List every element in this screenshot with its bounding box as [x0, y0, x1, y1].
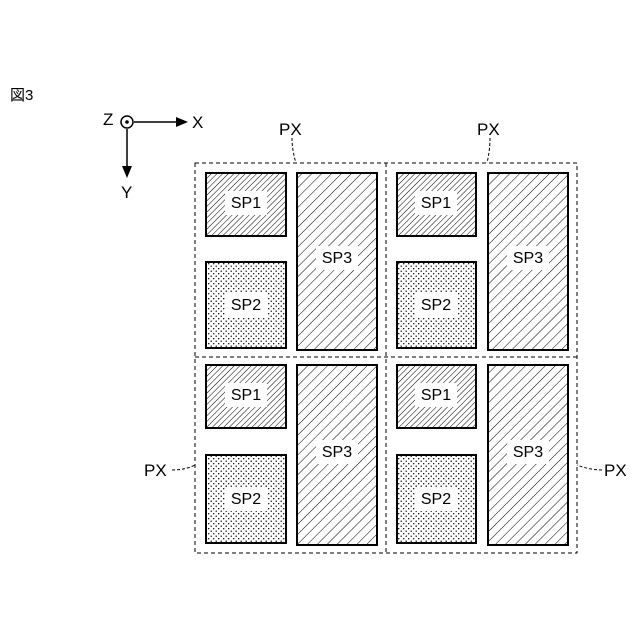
axis-z-label: Z [103, 110, 113, 129]
sp2-label: SP2 [231, 491, 261, 508]
px-leader-top-right [487, 138, 490, 163]
sp1-label: SP1 [231, 387, 261, 404]
sp3-label: SP3 [322, 250, 352, 267]
px-label-top-right: PX [477, 120, 500, 139]
sp2-label: SP2 [421, 297, 451, 314]
axis-x-label: X [192, 113, 203, 132]
z-axis-dot [125, 120, 129, 124]
sp3-label: SP3 [513, 250, 543, 267]
sp1-label: SP1 [421, 195, 451, 212]
axis-indicator: Z X Y [103, 110, 203, 202]
axis-y-label: Y [121, 183, 132, 202]
pixel-top-right: SP1 SP2 SP3 [397, 173, 568, 350]
px-label-bottom-left: PX [144, 461, 167, 480]
y-axis-arrow-icon [122, 166, 132, 178]
sp1-label: SP1 [231, 195, 261, 212]
px-leader-top-left [292, 138, 296, 163]
px-leader-bottom-left [172, 465, 195, 470]
sp1-label: SP1 [421, 387, 451, 404]
x-axis-arrow-icon [176, 117, 188, 127]
figure-label: 図3 [10, 87, 33, 104]
pixel-bottom-left: SP1 SP2 SP3 [206, 365, 377, 545]
px-label-top-left: PX [279, 120, 302, 139]
px-leader-bottom-right [577, 465, 602, 470]
px-label-bottom-right: PX [604, 461, 627, 480]
sp2-label: SP2 [231, 297, 261, 314]
pixel-bottom-right: SP1 SP2 SP3 [397, 365, 568, 545]
sp3-label: SP3 [322, 444, 352, 461]
sp2-label: SP2 [421, 491, 451, 508]
pixel-top-left: SP1 SP2 SP3 [206, 173, 377, 350]
sp3-label: SP3 [513, 444, 543, 461]
